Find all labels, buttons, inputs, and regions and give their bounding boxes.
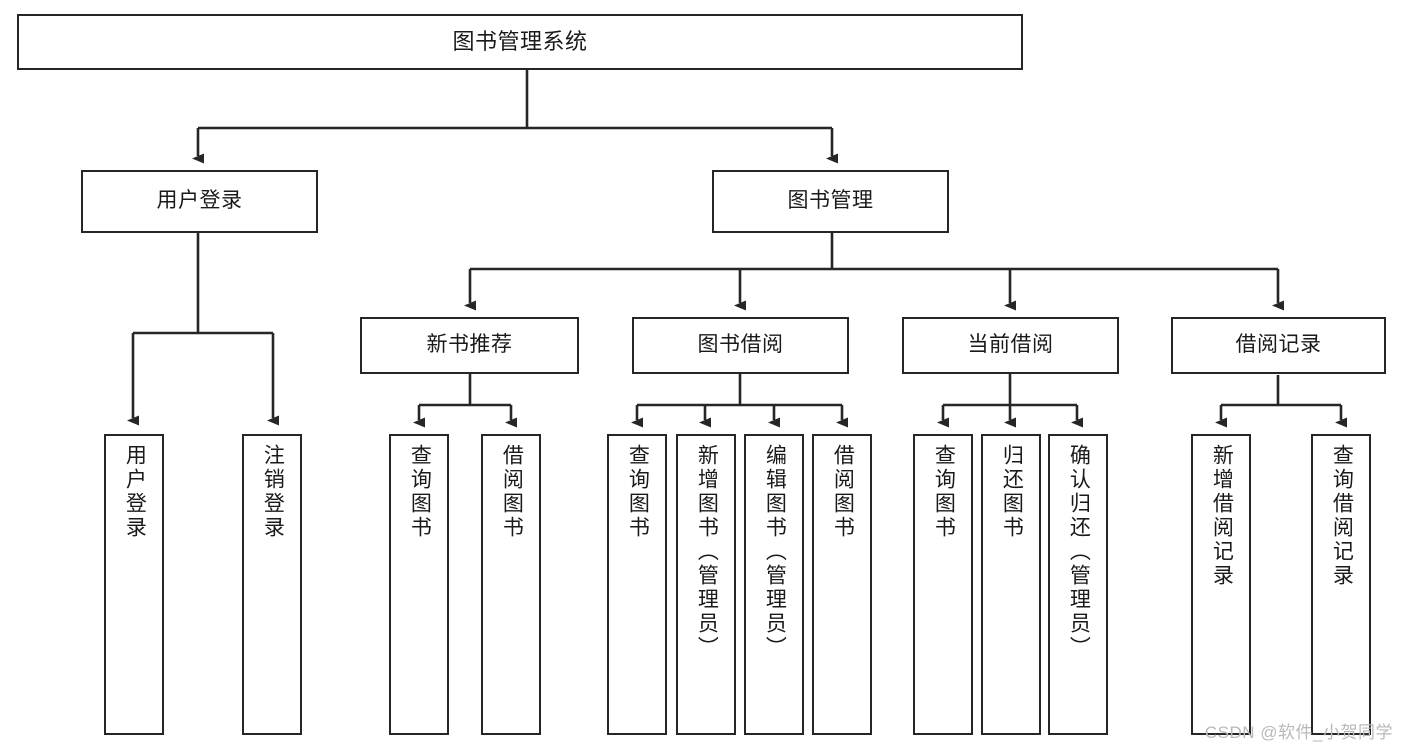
node-label: 查询图书 [932,444,956,540]
node-label: 用户登录 [123,444,147,540]
node-label: 查询借阅记录 [1330,444,1354,588]
watermark-text: CSDN @软件_小贺同学 [1204,723,1393,742]
node-label: 图书管理系统 [452,29,588,55]
leaf-book-borrow-borrow[interactable]: 借阅图书 [812,434,872,735]
node-label: 查询图书 [408,444,432,540]
node-label: 图书借阅 [697,333,784,357]
node-label: 编辑图书（管理员） [763,444,787,660]
node-book-borrow[interactable]: 图书借阅 [632,317,849,374]
leaf-book-borrow-edit[interactable]: 编辑图书（管理员） [744,434,804,735]
leaf-current-borrow-return[interactable]: 归还图书 [981,434,1041,735]
leaf-user-login-login[interactable]: 用户登录 [104,434,164,735]
node-label: 新增图书（管理员） [695,444,719,660]
node-user-login[interactable]: 用户登录 [81,170,318,233]
leaf-new-book-query[interactable]: 查询图书 [389,434,449,735]
node-label: 归还图书 [1000,444,1024,540]
node-label: 注销登录 [261,444,285,540]
node-label: 借阅记录 [1235,333,1322,357]
node-new-book-recommend[interactable]: 新书推荐 [360,317,579,374]
node-borrow-records[interactable]: 借阅记录 [1171,317,1386,374]
leaf-borrow-record-add[interactable]: 新增借阅记录 [1191,434,1251,735]
node-label: 当前借阅 [967,333,1054,357]
node-label: 新书推荐 [426,333,513,357]
leaf-book-borrow-add[interactable]: 新增图书（管理员） [676,434,736,735]
node-label: 新增借阅记录 [1210,444,1234,588]
leaf-borrow-record-query[interactable]: 查询借阅记录 [1311,434,1371,735]
node-current-borrow[interactable]: 当前借阅 [902,317,1119,374]
node-book-management[interactable]: 图书管理 [712,170,949,233]
node-label: 借阅图书 [831,444,855,540]
node-label: 确认归还（管理员） [1067,444,1091,660]
leaf-current-borrow-query[interactable]: 查询图书 [913,434,973,735]
node-label: 借阅图书 [500,444,524,540]
node-label: 用户登录 [156,189,243,213]
leaf-current-borrow-confirm-return[interactable]: 确认归还（管理员） [1048,434,1108,735]
node-root-system[interactable]: 图书管理系统 [17,14,1023,70]
node-label: 查询图书 [626,444,650,540]
node-label: 图书管理 [787,189,874,213]
leaf-user-login-logout[interactable]: 注销登录 [242,434,302,735]
leaf-book-borrow-query[interactable]: 查询图书 [607,434,667,735]
leaf-new-book-borrow[interactable]: 借阅图书 [481,434,541,735]
